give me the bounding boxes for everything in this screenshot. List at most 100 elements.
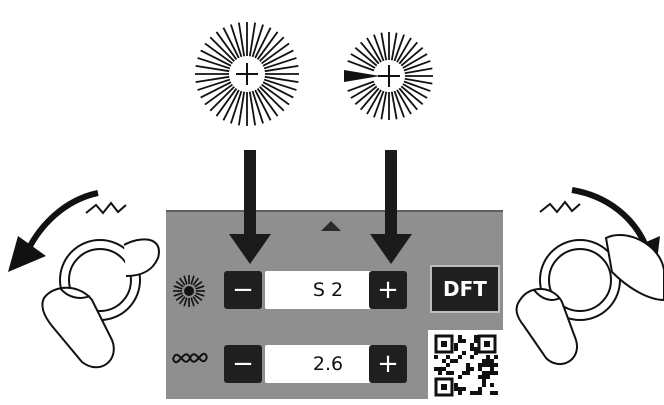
- qr-module: [458, 355, 462, 359]
- qr-module: [494, 371, 498, 375]
- ray-line: [178, 277, 186, 286]
- qr-module: [458, 339, 462, 343]
- ray-line: [373, 34, 385, 62]
- ray-line: [183, 297, 188, 307]
- qr-module: [486, 371, 490, 375]
- ray-line: [195, 64, 230, 73]
- ray-line: [209, 36, 235, 62]
- ray-line: [209, 86, 235, 112]
- ray-line: [197, 57, 231, 70]
- right-knob-hand: [515, 187, 664, 365]
- qr-module: [446, 355, 450, 359]
- ray-line: [215, 31, 238, 60]
- qr-module: [470, 367, 474, 371]
- ray-line: [380, 32, 388, 61]
- qr-module: [490, 383, 494, 387]
- ray-line: [360, 87, 380, 111]
- ray-line: [398, 41, 418, 65]
- ray-line: [183, 275, 188, 285]
- qr-module: [470, 391, 474, 395]
- qr-module: [446, 363, 450, 367]
- ray-line: [398, 87, 418, 111]
- ray-line: [256, 31, 279, 60]
- qr-module: [462, 371, 466, 375]
- down-arrow-left: [229, 150, 271, 264]
- qr-module: [466, 363, 470, 367]
- ray-line: [237, 91, 246, 126]
- ray-line: [254, 27, 272, 59]
- ray-line: [259, 86, 285, 112]
- ray-line: [195, 292, 205, 297]
- ray-line: [373, 90, 385, 118]
- ray-line: [194, 280, 203, 288]
- qr-module: [454, 383, 458, 387]
- qr-module: [458, 387, 462, 391]
- ray-line: [350, 53, 376, 69]
- qr-module: [490, 363, 494, 367]
- length-minus-button[interactable]: −: [224, 345, 262, 383]
- qr-module: [474, 335, 478, 339]
- ray-line: [254, 89, 272, 121]
- default-button-label: DFT: [443, 277, 487, 301]
- width-plus-button[interactable]: +: [369, 271, 407, 309]
- ray-line: [173, 292, 183, 297]
- down-arrow-right: [370, 150, 412, 264]
- qr-module: [478, 363, 482, 367]
- ray-line: [393, 34, 405, 62]
- plus-label: +: [377, 275, 399, 305]
- qr-module: [458, 335, 462, 339]
- qr-module: [434, 355, 438, 359]
- ray-line: [264, 64, 299, 73]
- ray-line: [380, 91, 388, 120]
- qr-module: [494, 391, 498, 395]
- ray-line: [192, 277, 200, 286]
- length-value: 2.6: [312, 353, 344, 375]
- qr-module: [482, 379, 486, 383]
- qr-module: [470, 343, 474, 347]
- qr-module: [458, 391, 462, 395]
- ray-line: [230, 24, 243, 58]
- qr-module: [490, 391, 494, 395]
- left-knob-hand: [8, 190, 160, 369]
- width-minus-button[interactable]: −: [224, 271, 262, 309]
- qr-module: [442, 367, 446, 371]
- qr-module: [478, 367, 482, 371]
- ray-line: [195, 75, 230, 84]
- ray-line: [264, 75, 299, 84]
- ray-line: [404, 67, 433, 75]
- stitch-length-icon: [172, 352, 208, 364]
- ray-line: [256, 88, 279, 117]
- length-plus-button[interactable]: +: [369, 345, 407, 383]
- qr-module: [482, 363, 486, 367]
- ray-line: [204, 42, 233, 65]
- ray-line: [190, 297, 195, 307]
- ray-line: [262, 81, 294, 99]
- qr-code-icon[interactable]: [428, 330, 503, 401]
- ray-line: [263, 78, 297, 91]
- ray-line: [390, 32, 398, 61]
- default-button[interactable]: DFT: [430, 265, 500, 313]
- ray-line: [222, 27, 240, 59]
- ray-line: [402, 83, 428, 99]
- ray-line: [262, 49, 294, 67]
- ray-line: [197, 78, 231, 91]
- triangle-up-icon[interactable]: [321, 221, 341, 231]
- qr-module: [490, 367, 494, 371]
- qr-module: [482, 371, 486, 375]
- ray-line: [175, 280, 184, 288]
- qr-module: [470, 355, 474, 359]
- ray-line: [200, 49, 232, 67]
- qr-module: [462, 351, 466, 355]
- qr-module: [470, 347, 474, 351]
- ray-line: [403, 80, 431, 92]
- ray-line: [192, 296, 200, 305]
- ray-line: [195, 285, 205, 290]
- qr-module: [494, 363, 498, 367]
- ray-line: [251, 24, 264, 58]
- qr-module: [494, 355, 498, 359]
- ray-line: [347, 80, 375, 92]
- ray-line: [350, 83, 376, 99]
- ray-line: [190, 275, 195, 285]
- ray-line: [215, 88, 238, 117]
- narrow-sunburst-icon: [344, 32, 433, 120]
